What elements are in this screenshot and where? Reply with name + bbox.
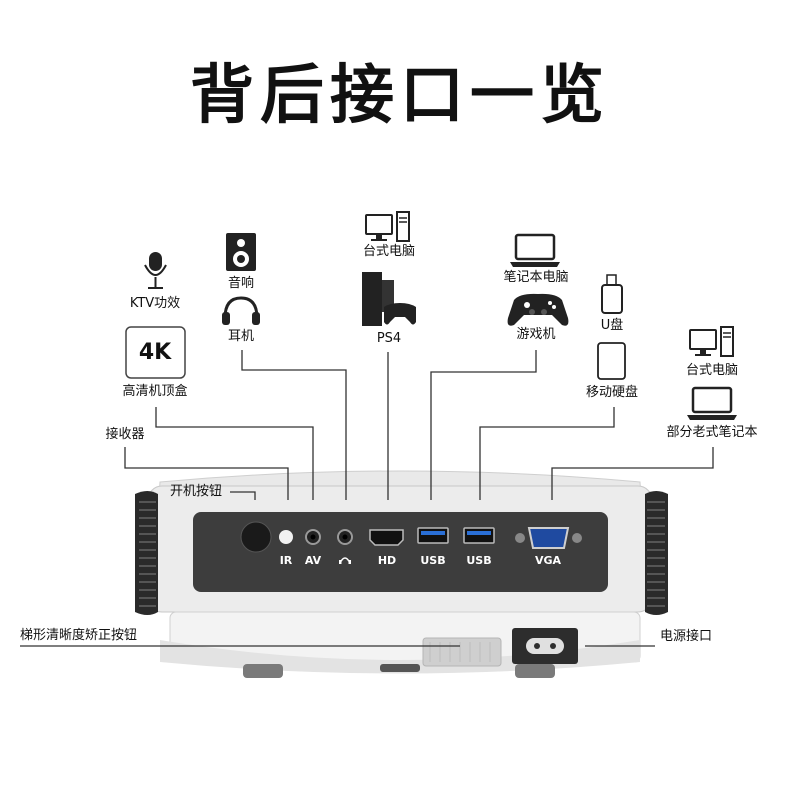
gamepad-icon — [507, 293, 569, 326]
foot-left — [243, 664, 283, 678]
usb-drive-icon — [601, 274, 623, 314]
label-laptop-1: 笔记本电脑 — [503, 270, 569, 285]
4k-box-icon — [125, 326, 186, 379]
label-keystone: 梯形清晰度矫正按钮 — [20, 628, 138, 643]
port-label-vga: VGA — [535, 554, 562, 567]
label-speaker: 音响 — [227, 276, 255, 291]
label-desktop-1: 台式电脑 — [362, 244, 416, 259]
usb-port-1[interactable] — [417, 527, 449, 544]
label-hdd: 移动硬盘 — [585, 385, 639, 400]
line-settop — [155, 407, 314, 500]
microphone-icon — [144, 252, 167, 289]
port-label-ir: IR — [280, 554, 293, 567]
label-power-button: 开机按钮 — [170, 484, 223, 499]
laptop-icon-2 — [687, 386, 737, 420]
headphone-icon — [222, 296, 260, 325]
label-4k: 4K — [138, 340, 172, 365]
port-panel — [193, 512, 608, 592]
port-label-usb-1: USB — [420, 554, 445, 567]
power-button[interactable] — [240, 521, 272, 553]
ps4-console-icon — [362, 272, 416, 326]
keystone-knob[interactable] — [422, 637, 502, 667]
label-headphone: 耳机 — [227, 329, 255, 344]
page-title: 背后接口一览 — [190, 59, 610, 133]
label-settop: 高清机顶盒 — [122, 384, 188, 399]
vent-left — [135, 491, 158, 615]
laptop-icon — [510, 233, 560, 267]
ports: IR AV HD USB USB VGA — [240, 521, 582, 567]
line-hdd — [479, 407, 615, 500]
foot-right — [515, 664, 555, 678]
label-gamepad: 游戏机 — [516, 327, 556, 342]
hdmi-port[interactable] — [369, 529, 404, 546]
usb-port-2[interactable] — [463, 527, 495, 544]
foot-center — [380, 664, 420, 672]
label-desktop-2: 台式电脑 — [685, 363, 739, 378]
label-ps4: PS4 — [376, 331, 402, 346]
line-laptop — [430, 350, 537, 500]
vent-right — [645, 491, 668, 615]
speaker-icon — [226, 233, 256, 271]
desktop-computer-icon-2 — [689, 326, 734, 357]
label-laptop-2: 部分老式笔记本 — [666, 425, 758, 440]
hard-drive-icon — [597, 342, 626, 380]
line-headphone — [241, 350, 347, 500]
leader-lines — [20, 350, 714, 647]
line-vga — [551, 447, 714, 500]
port-label-av: AV — [305, 554, 322, 567]
projector-body — [135, 470, 668, 678]
ir-sensor — [279, 530, 293, 544]
label-power-port: 电源接口 — [660, 629, 713, 644]
label-udisk: U盘 — [600, 318, 624, 333]
port-label-hd: HD — [378, 554, 396, 567]
label-ktv: KTV功效 — [129, 296, 181, 311]
port-label-usb-2: USB — [466, 554, 491, 567]
vga-port[interactable] — [515, 527, 582, 549]
label-receiver: 接收器 — [105, 427, 145, 442]
line-receiver — [124, 447, 289, 500]
desktop-computer-icon — [365, 211, 410, 242]
line-power-button — [230, 491, 256, 500]
